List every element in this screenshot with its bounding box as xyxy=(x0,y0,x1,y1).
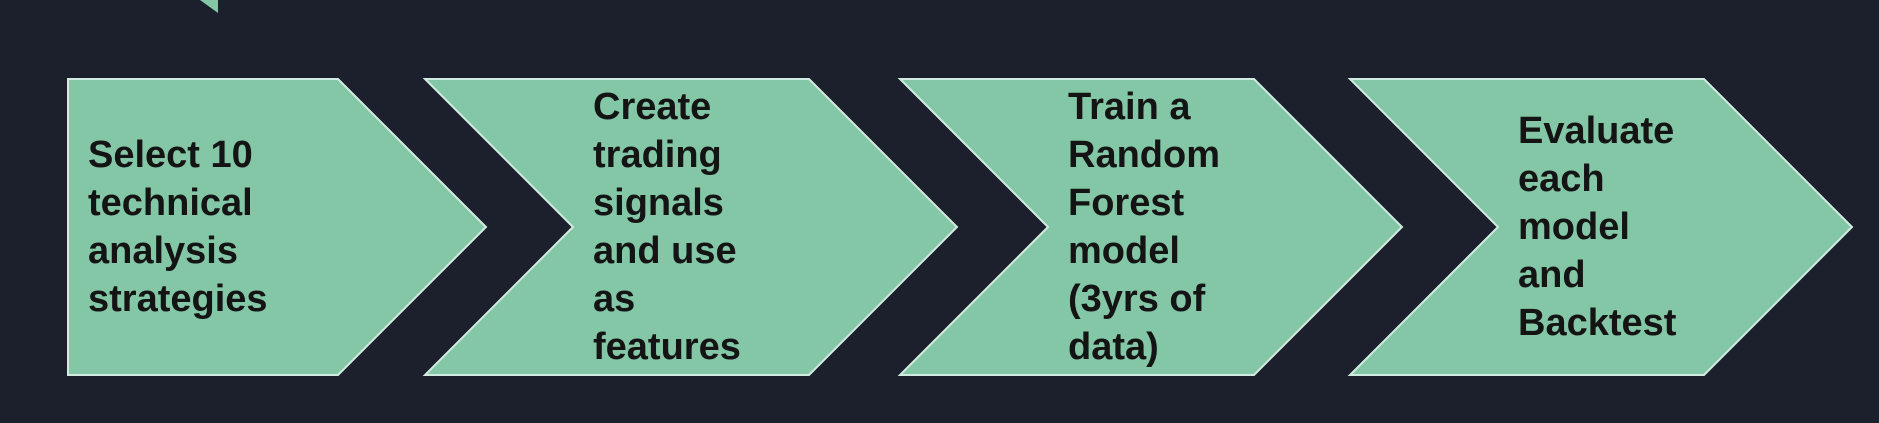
step-4-line: each xyxy=(1518,158,1605,200)
step-1-line: technical xyxy=(88,182,253,224)
step-4-line: Backtest xyxy=(1518,302,1677,344)
step-1-label: Select 10 technical analysis strategies xyxy=(88,79,268,375)
step-3-arrow xyxy=(897,78,1404,376)
step-2-line: signals xyxy=(593,182,724,224)
step-3-line: Forest xyxy=(1068,182,1185,224)
step-1-line: analysis xyxy=(88,230,238,272)
step-2-line: Create xyxy=(593,86,712,128)
step-3-line: Train a xyxy=(1068,86,1191,128)
step-3-line: model xyxy=(1068,230,1180,272)
corner-fragment xyxy=(200,0,218,13)
step-2-line: trading xyxy=(593,134,722,176)
step-4-line: and xyxy=(1518,254,1586,296)
step-1-line: strategies xyxy=(88,278,268,320)
step-2-line: features xyxy=(593,326,741,368)
step-2-label: Create trading signals and use as featur… xyxy=(593,79,741,375)
step-4-line: Evaluate xyxy=(1518,110,1675,152)
step-4-line: model xyxy=(1518,206,1630,248)
step-4-arrow xyxy=(1347,78,1854,376)
step-2-arrow xyxy=(422,78,959,376)
step-3-line: Random xyxy=(1068,134,1220,176)
step-4-label: Evaluate each model and Backtest xyxy=(1518,79,1676,375)
step-3-label: Train a Random Forest model (3yrs of dat… xyxy=(1068,79,1220,375)
step-3-line: (3yrs of xyxy=(1068,278,1206,320)
step-1-line: Select 10 xyxy=(88,134,253,176)
step-2-line: as xyxy=(593,278,636,320)
step-3-line: data) xyxy=(1068,326,1159,368)
step-1-arrow xyxy=(67,78,488,376)
step-2-line: and use xyxy=(593,230,737,272)
